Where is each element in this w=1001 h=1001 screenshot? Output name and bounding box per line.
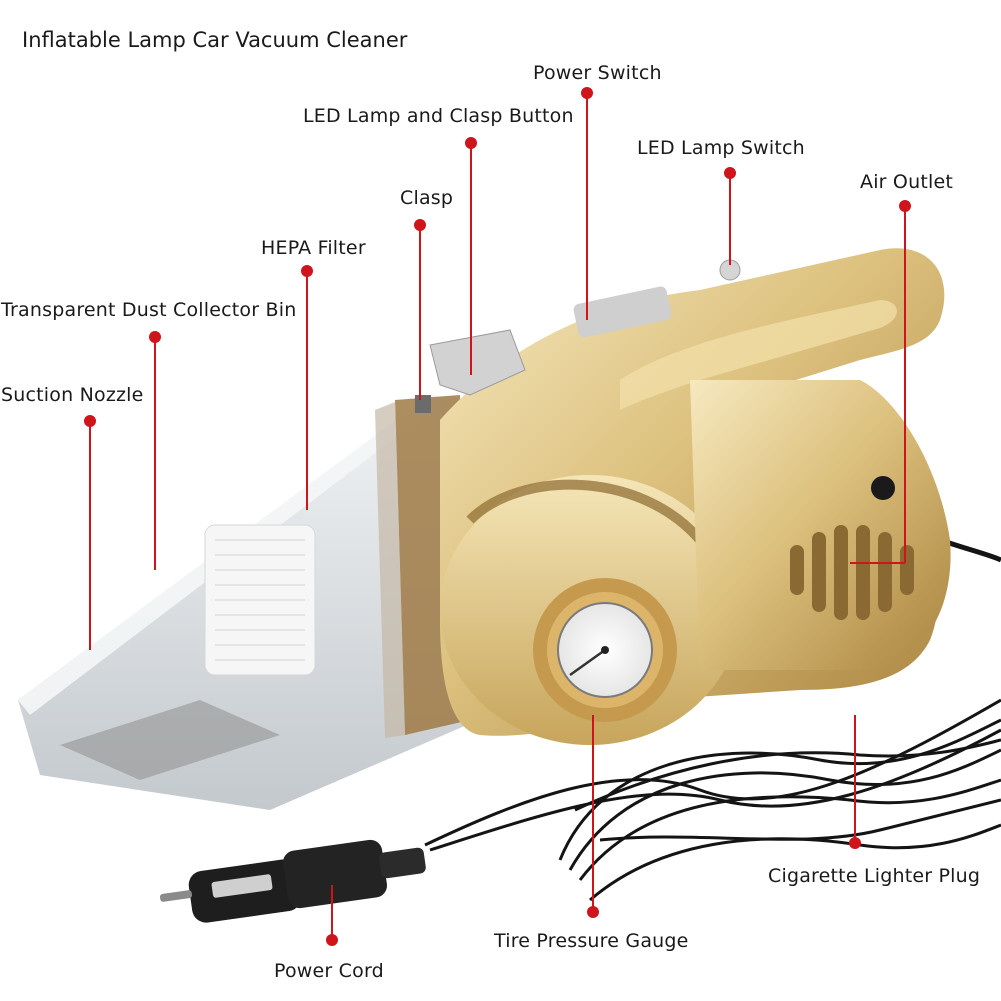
label-suction-nozzle: Suction Nozzle bbox=[1, 384, 144, 406]
label-led-lamp-clasp-button: LED Lamp and Clasp Button bbox=[303, 105, 574, 127]
vacuum-body-graphic bbox=[415, 248, 951, 745]
label-clasp: Clasp bbox=[400, 187, 454, 209]
label-air-outlet: Air Outlet bbox=[860, 171, 953, 193]
label-cigarette-lighter-plug: Cigarette Lighter Plug bbox=[768, 865, 981, 887]
cigarette-lighter-plug-graphic bbox=[159, 839, 426, 923]
label-led-lamp-switch: LED Lamp Switch bbox=[637, 137, 805, 159]
callout-lines bbox=[84, 87, 911, 946]
label-power-switch: Power Switch bbox=[533, 62, 662, 84]
label-power-cord: Power Cord bbox=[274, 960, 384, 982]
label-dust-collector-bin: Transparent Dust Collector Bin bbox=[1, 299, 297, 321]
label-tire-pressure-gauge: Tire Pressure Gauge bbox=[494, 930, 689, 952]
dust-bin-graphic bbox=[18, 395, 490, 810]
power-cord-coil bbox=[424, 698, 1001, 902]
page-title: Inflatable Lamp Car Vacuum Cleaner bbox=[22, 28, 408, 52]
label-hepa-filter: HEPA Filter bbox=[261, 237, 366, 259]
